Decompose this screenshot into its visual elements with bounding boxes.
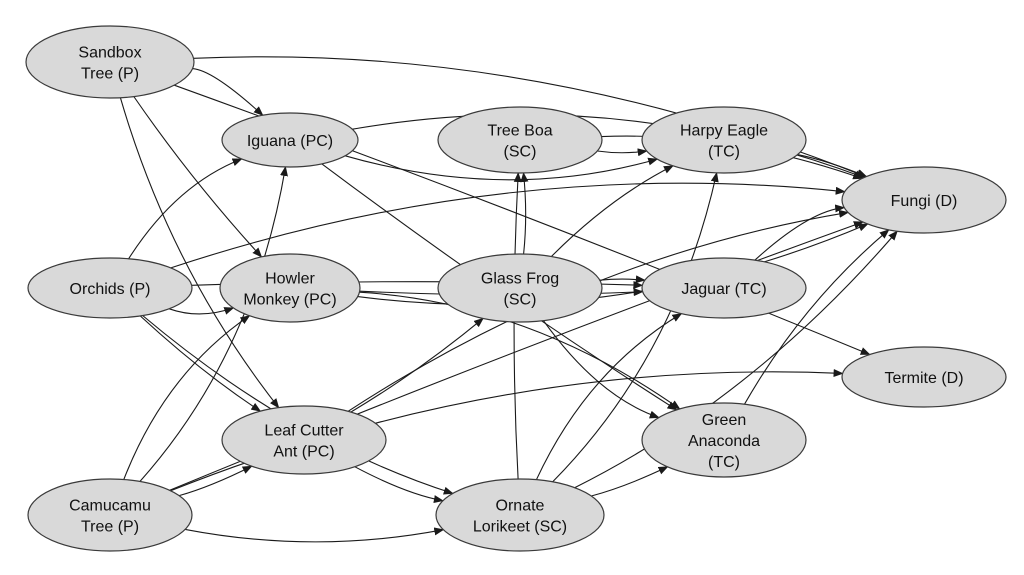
node-iguana: Iguana (PC) [221, 112, 359, 168]
node-anaconda-ellipse [641, 402, 807, 478]
node-anaconda-label: Green [702, 412, 746, 429]
node-glassfrog-ellipse [437, 253, 603, 323]
node-lorikeet-label: Ornate [496, 498, 545, 515]
node-leafcutter-label: Leaf Cutter [264, 423, 344, 440]
node-termite-ellipse [841, 346, 1007, 408]
node-sandbox-label: Sandbox [78, 45, 141, 62]
edge-lorikeet-to-harpy [552, 171, 719, 483]
node-jaguar-ellipse [641, 257, 807, 319]
node-termite: Termite (D) [841, 346, 1007, 408]
edge-camucamu-to-lorikeet [185, 527, 445, 543]
edge-camucamu-to-iguana [139, 165, 288, 482]
node-harpy: Harpy Eagle (TC) [641, 106, 807, 174]
edge-iguana-to-harpy [345, 155, 659, 181]
edge-camucamu-to-howler [123, 315, 251, 480]
edge-orchids-to-fungi [170, 182, 846, 269]
node-orchids: Orchids (P) [27, 257, 193, 319]
node-lorikeet-label: Lorikeet (SC) [473, 519, 567, 536]
node-termite-label: Termite (D) [884, 370, 963, 387]
node-howler-label: Howler [265, 271, 315, 288]
edge-lorikeet-to-fungi [574, 230, 898, 489]
edge-orchids-to-howler [169, 307, 235, 315]
node-leafcutter-label: Ant (PC) [273, 444, 334, 461]
node-sandbox-ellipse [25, 25, 195, 99]
node-fungi: Fungi (D) [841, 166, 1007, 234]
node-iguana-label: Iguana (PC) [247, 133, 333, 150]
node-anaconda-label: (TC) [708, 454, 740, 471]
node-harpy-ellipse [641, 106, 807, 174]
node-lorikeet-ellipse [435, 478, 605, 552]
edge-leafcutter-to-glassfrog [350, 317, 484, 413]
edge-orchids-to-leafcutter [139, 315, 262, 412]
edge-glassfrog-to-treeboa [520, 172, 529, 255]
node-leafcutter-ellipse [221, 405, 387, 475]
node-iguana-ellipse [221, 112, 359, 168]
node-jaguar-label: Jaguar (TC) [681, 281, 766, 298]
node-orchids-ellipse [27, 257, 193, 319]
node-treeboa-label: Tree Boa [487, 123, 552, 140]
edge-orchids-to-iguana [128, 158, 243, 260]
edge-anaconda-to-fungi [744, 229, 890, 405]
node-camucamu-label: Tree (P) [81, 519, 139, 536]
edge-lorikeet-to-anaconda [591, 466, 669, 497]
node-fungi-ellipse [841, 166, 1007, 234]
node-howler-label: Monkey (PC) [243, 292, 336, 309]
edge-sandbox-to-iguana [192, 68, 264, 116]
node-harpy-label: Harpy Eagle [680, 123, 768, 140]
edge-harpy-to-fungi [797, 154, 868, 178]
node-anaconda-label: Anaconda [688, 433, 760, 450]
edge-howler-to-anaconda [359, 291, 681, 410]
edge-glassfrog-to-harpy [550, 165, 674, 257]
edge-sandbox-to-leafcutter [119, 97, 280, 409]
node-glassfrog-label: Glass Frog [481, 271, 559, 288]
node-howler-ellipse [219, 253, 361, 323]
node-fungi-label: Fungi (D) [891, 193, 958, 210]
edge-treeboa-to-harpy [597, 148, 648, 157]
edge-howler-to-fungi [357, 223, 869, 306]
node-jaguar: Jaguar (TC) [641, 257, 807, 319]
node-glassfrog-label: (SC) [504, 292, 537, 309]
edge-sandbox-to-howler [133, 96, 263, 258]
node-treeboa-ellipse [437, 106, 603, 174]
node-treeboa: Tree Boa (SC) [437, 106, 603, 174]
node-orchids-label: Orchids (P) [70, 281, 151, 298]
edge-glassfrog-to-jaguar [599, 275, 646, 284]
node-camucamu-ellipse [27, 478, 193, 552]
edge-jaguar-to-fungi [754, 204, 846, 261]
edge-lorikeet-to-jaguar [535, 313, 683, 480]
edge-glassfrog-to-anaconda [542, 320, 660, 419]
edge-leafcutter-to-lorikeet [354, 466, 444, 504]
node-sandbox-label: Tree (P) [81, 66, 139, 83]
edge-camucamu-to-leafcutter [178, 465, 253, 497]
node-treeboa-label: (SC) [504, 144, 537, 161]
edge-lorikeet-to-treeboa [513, 172, 522, 480]
node-glassfrog: Glass Frog (SC) [437, 253, 603, 323]
node-harpy-label: (TC) [708, 144, 740, 161]
node-camucamu-label: Camucamu [69, 498, 151, 515]
